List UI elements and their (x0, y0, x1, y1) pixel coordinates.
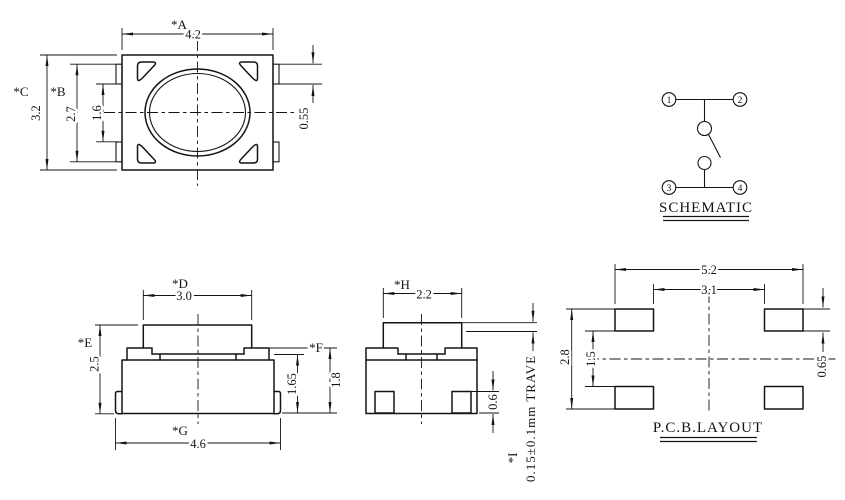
side-view-dimensions (382, 288, 537, 433)
side-view-labels: *H 2.2 0.6 *I 0.15±0.1mm TRAVE (392, 275, 541, 485)
side-actuator (382, 321, 463, 349)
front-actuator (142, 324, 253, 349)
corner-claw-top-left (136, 61, 157, 82)
dim-value-b: 2.7 (64, 106, 78, 122)
pcb-pads (614, 308, 804, 410)
pin-4-number: 4 (738, 184, 743, 194)
dim-value-e: 2.5 (88, 356, 102, 372)
dim-value-tab: 0.55 (297, 108, 311, 130)
dim-value-a: 4.2 (185, 28, 201, 42)
pcb-dimensions (566, 264, 830, 410)
pcb-layout-title: P.C.B.LAYOUT (653, 420, 763, 436)
contact-upper-circle (696, 120, 713, 137)
dim-label-e: *E (78, 335, 93, 350)
dim-label-h: *H (394, 277, 410, 292)
pcb-centerlines (588, 292, 838, 414)
top-view-centerlines (104, 40, 295, 186)
front-view-labels: *D 3.0 *E 2.5 1.65 *F 1.8 *G 4.6 (75, 274, 345, 454)
dim-label-i: *I (505, 453, 520, 464)
pin-2-number: 2 (738, 96, 743, 106)
travel-note: 0.15±0.1mm TRAVE (523, 355, 538, 482)
dim-label-g: *G (172, 423, 188, 438)
schematic-view: 1 2 3 4 SCHEMATIC (659, 92, 753, 222)
dim-value-d: 3.0 (176, 289, 192, 303)
pcb-labels: 5.2 3.1 2.8 1.5 0.65 (556, 261, 832, 380)
pad-top-right (763, 308, 804, 332)
front-right-lead (273, 390, 282, 415)
corner-claw-top-right (238, 61, 259, 82)
dim-value-pad-height: 0.65 (815, 356, 829, 378)
dim-value-f: 1.8 (329, 372, 343, 388)
corner-claw-bottom-left (136, 143, 157, 164)
dim-value-outer-width: 5.2 (701, 263, 717, 277)
pcb-layout-view: 5.2 3.1 2.8 1.5 0.65 P.C.B.LAYOUT (556, 261, 838, 443)
dim-value-g: 4.6 (190, 437, 206, 451)
front-left-lead (114, 390, 123, 415)
pin-3-number: 3 (667, 184, 672, 194)
top-view: *A 4.2 *C 3.2 *B 2.7 1.6 0.55 (11, 15, 322, 186)
dim-value-outer-height: 2.8 (558, 349, 572, 365)
front-view-dimensions (95, 290, 337, 450)
dim-value-c: 3.2 (29, 105, 43, 121)
front-view: *D 3.0 *E 2.5 1.65 *F 1.8 *G 4.6 (75, 274, 345, 454)
schematic-pin-numbers: 1 2 3 4 (667, 96, 743, 194)
top-view-dimensions (40, 28, 322, 171)
pad-bottom-right (763, 385, 804, 410)
pad-top-left (614, 308, 655, 332)
top-view-labels: *A 4.2 *C 3.2 *B 2.7 1.6 0.55 (11, 15, 314, 132)
switch-lever (708, 134, 721, 158)
dim-label-f: *F (309, 340, 323, 355)
dim-value-pad-gap: 1.5 (584, 351, 598, 367)
dim-label-c: *C (13, 84, 28, 99)
dim-label-d: *D (172, 276, 188, 291)
side-view: *H 2.2 0.6 *I 0.15±0.1mm TRAVE (365, 275, 541, 485)
dim-label-a: *A (171, 17, 188, 32)
pad-bottom-left (614, 385, 655, 410)
dim-value-inner-width: 3.1 (701, 283, 717, 297)
schematic-circuit (661, 92, 748, 195)
contact-lower-circle (697, 155, 712, 171)
dim-value-cover: 1.65 (285, 373, 299, 395)
side-left-foot (374, 390, 395, 414)
pin-1-number: 1 (667, 96, 672, 106)
dim-value-h: 2.2 (416, 288, 432, 302)
corner-claw-bottom-right (238, 143, 259, 164)
schematic-title: SCHEMATIC (659, 200, 753, 216)
dim-label-b: *B (50, 84, 66, 99)
side-right-foot (451, 390, 472, 414)
dim-value-inner: 1.6 (90, 105, 104, 121)
dim-value-foot: 0.6 (486, 394, 500, 410)
